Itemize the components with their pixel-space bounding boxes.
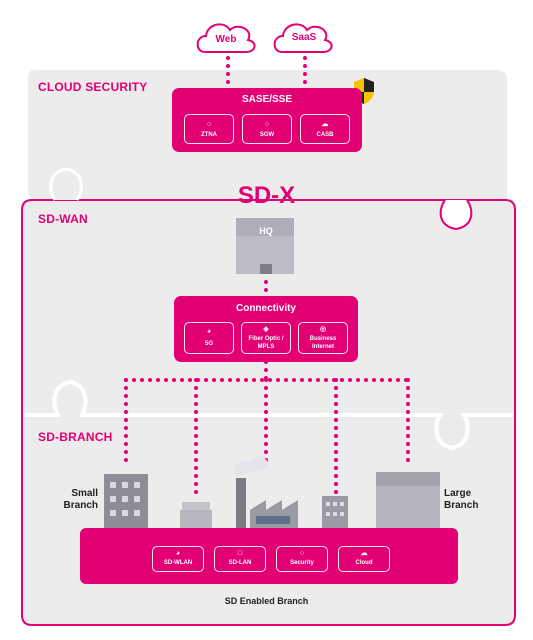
puzzle-notch-right [439, 199, 473, 231]
sd-enabled-branch-bar: ◕ SD-WLAN □ SD-LAN ○ Security ☁ Cloud [80, 528, 458, 584]
hq-building [236, 218, 294, 274]
sase-sse-box: SASE/SSE ○ ZTNA ○ SGW ☁ CASB [172, 88, 362, 152]
sd-wan-heading: SD-WAN [38, 212, 88, 226]
puzzle-notch-top [49, 167, 83, 201]
network-icon: □ [237, 550, 243, 557]
chip-business-internet: ◎ Business Internet [298, 322, 348, 354]
small-branch-building [104, 474, 148, 538]
shield-icon: ○ [299, 550, 305, 557]
hq-label: HQ [259, 226, 273, 236]
cloud-icon: ☁ [360, 550, 368, 557]
globe-icon: ◎ [319, 326, 327, 333]
puzzle-divider [24, 379, 513, 451]
small-branch-label: Small Branch [63, 488, 98, 511]
chip-5g: ◕ 5G [184, 322, 234, 354]
cloud-icon [196, 23, 333, 53]
cloud-security-heading: CLOUD SECURITY [38, 80, 148, 94]
lock-icon: ○ [206, 121, 212, 128]
chip-casb: ☁ CASB [300, 114, 350, 144]
chip-cloud: ☁ Cloud [338, 546, 390, 572]
sd-branch-heading: SD-BRANCH [38, 430, 113, 444]
shield-icon: ○ [264, 121, 270, 128]
cloud-icon: ☁ [321, 121, 329, 128]
web-cloud-label: Web [215, 34, 237, 45]
connectivity-box: Connectivity ◕ 5G ◈ Fiber Optic / MPLS ◎… [174, 296, 358, 362]
dotted-connectors [124, 56, 410, 502]
connectivity-title: Connectivity [235, 303, 296, 314]
sd-x-title: SD-X [237, 182, 296, 209]
wifi-icon: ◕ [206, 328, 212, 335]
wifi-icon: ◕ [175, 550, 181, 557]
sase-sse-title: SASE/SSE [241, 94, 293, 105]
chip-sgw: ○ SGW [242, 114, 292, 144]
large-branch-label: Large Branch [444, 488, 479, 511]
saas-cloud-label: SaaS [291, 32, 317, 43]
network-icon: ◈ [263, 326, 269, 333]
chip-ztna: ○ ZTNA [184, 114, 234, 144]
sd-enabled-branch-caption: SD Enabled Branch [224, 596, 309, 606]
chip-fiber-optic-mpls: ◈ Fiber Optic / MPLS [241, 322, 291, 354]
chip-security: ○ Security [276, 546, 328, 572]
chip-sd-lan: □ SD-LAN [214, 546, 266, 572]
chip-sd-wlan: ◕ SD-WLAN [152, 546, 204, 572]
large-branch-building [376, 472, 440, 538]
